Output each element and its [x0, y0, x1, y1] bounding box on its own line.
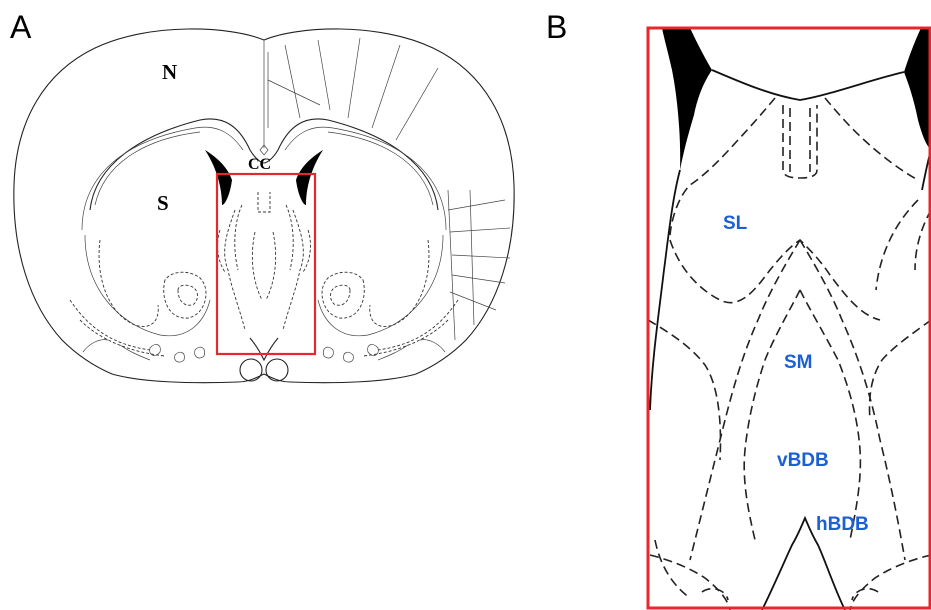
panel-b: B	[546, 9, 931, 610]
highlight-box	[217, 174, 315, 354]
panel-b-letter: B	[546, 9, 567, 45]
lateral-ventricle-right	[296, 150, 323, 205]
internal-dashed-contours	[70, 192, 458, 356]
ventricle-left-b	[662, 28, 712, 170]
optic-tract-left	[240, 359, 262, 381]
label-s: S	[157, 191, 169, 215]
lateral-ventricle-left	[205, 150, 232, 205]
label-sm: SM	[784, 352, 813, 373]
panel-a-letter: A	[10, 9, 32, 45]
optic-tract-right	[266, 359, 288, 381]
label-sl: SL	[723, 213, 748, 234]
septum-top-contour	[712, 70, 904, 100]
label-cc: CC	[248, 156, 271, 173]
label-n: N	[162, 60, 177, 84]
ventral-midline	[250, 338, 278, 360]
striatum-left-boundary	[85, 235, 210, 336]
panel-a: A	[10, 9, 514, 383]
label-hbdb: hBDB	[816, 514, 869, 535]
ventricle-right-b	[904, 28, 931, 150]
lateral-wall-left	[650, 170, 680, 410]
label-vbdb: vBDB	[777, 450, 829, 471]
